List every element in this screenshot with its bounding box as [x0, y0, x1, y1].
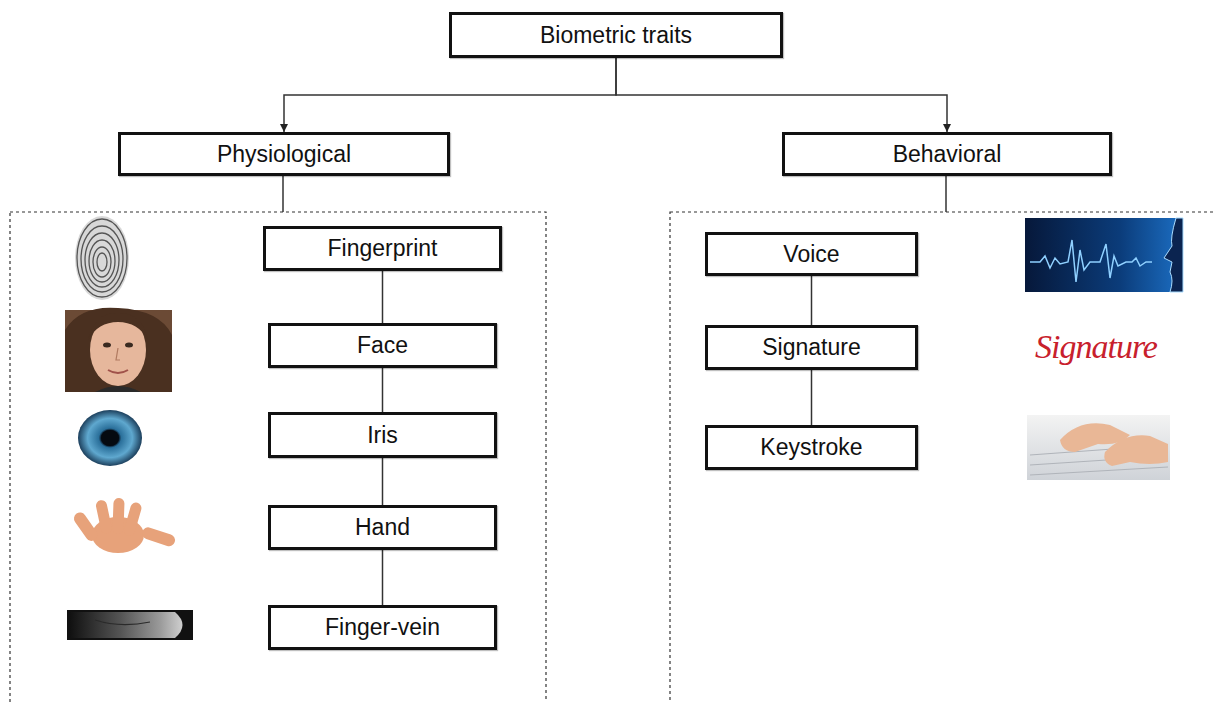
iris-icon [78, 410, 142, 466]
hand-icon [72, 498, 177, 553]
connector-arrow [284, 58, 616, 132]
connector-line [811, 370, 813, 425]
connector-line [382, 458, 384, 505]
node-label: Face [357, 332, 408, 359]
trait-box: Fingerprint [263, 226, 502, 271]
connector-line [382, 550, 384, 605]
voice-image [1025, 218, 1183, 292]
node-label: Behavioral [893, 141, 1002, 168]
group-region [670, 212, 1215, 702]
connector-line [382, 271, 384, 323]
node-label: Keystroke [760, 434, 862, 461]
trait-box: Hand [268, 505, 497, 550]
signature-sample: Signature [1035, 328, 1157, 366]
trait-box: Keystroke [705, 425, 918, 470]
node-label: Iris [367, 422, 398, 449]
trait-box: Iris [268, 412, 497, 458]
finger-vein-image [67, 610, 193, 640]
trait-box: Voice [705, 232, 918, 276]
face-photo [65, 308, 172, 392]
node-label: Signature [762, 334, 860, 361]
connector-line [811, 276, 813, 325]
trait-box: Signature [705, 325, 918, 370]
node-label: Hand [355, 514, 410, 541]
category-box: Physiological [118, 132, 450, 176]
root-box: Biometric traits [449, 12, 783, 58]
keyboard-image [1027, 415, 1170, 480]
node-label: Fingerprint [328, 235, 438, 262]
connector-line [382, 368, 384, 412]
fingerprint-icon [75, 216, 129, 300]
category-box: Behavioral [782, 132, 1112, 176]
node-label: Biometric traits [540, 22, 692, 49]
node-label: Finger-vein [325, 614, 440, 641]
group-leader [282, 176, 284, 212]
connector-arrow [616, 58, 947, 132]
node-label: Physiological [217, 141, 351, 168]
trait-box: Face [268, 323, 497, 368]
group-region [10, 212, 546, 702]
node-label: Voice [783, 241, 839, 268]
trait-box: Finger-vein [268, 605, 497, 650]
group-leader [945, 176, 947, 212]
